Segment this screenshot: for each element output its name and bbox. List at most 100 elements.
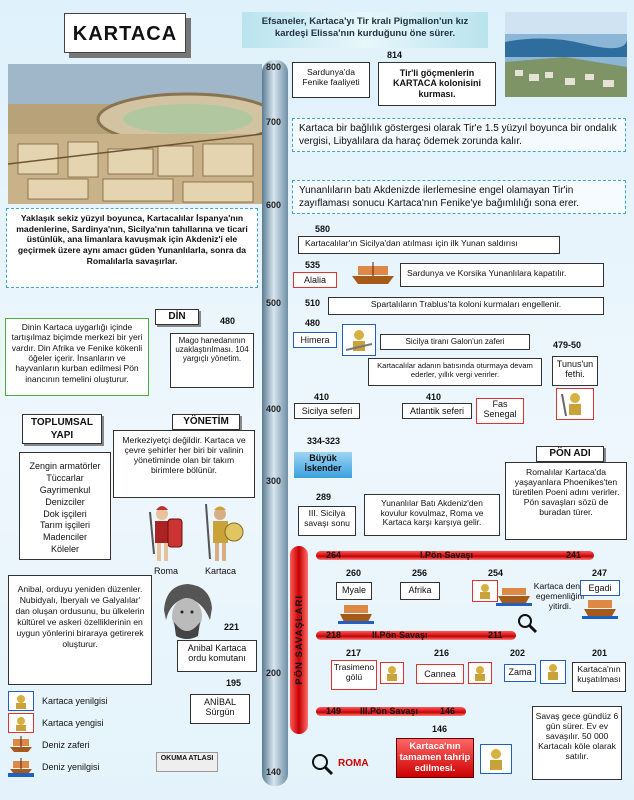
sicilya3-box: III. Sicilya savaşı sonu [298,506,356,536]
roma-label: Roma [154,566,179,576]
year-480: 480 [305,318,321,328]
tick-140: 140 [266,767,282,777]
din-year: 480 [220,316,236,326]
sardunya-box: Sardunya'da Fenike faaliyeti [292,62,370,98]
war3-start: 149 [326,706,342,716]
social-header: TOPLUMSAL YAPI [22,414,102,444]
war3-bar [316,707,466,716]
carthage-victory-icon [8,713,34,733]
social-item: Denizciler [45,496,85,507]
tir-colony-box: Tir'li göçmenlerin KARTACA kolonisini ku… [378,62,496,106]
social-item: Tüccarlar [46,472,84,483]
social-item: Gayrimenkul [39,484,91,495]
carthage-defeat-icon [540,660,566,684]
war2-label: II.Pön Savaşı [372,630,428,640]
war2-start: 218 [326,630,342,640]
carthage-victory-icon [472,580,498,602]
battle-year: 260 [346,568,362,578]
savas-box: Savaş gece gündüz 6 gün sürer. Ev ev sav… [532,706,622,780]
tick-800: 800 [266,62,282,72]
publisher-logo: OKUMA ATLASI [156,752,218,772]
mago-box: Mago hanedanının uzaklaştırılması. 104 y… [170,333,254,388]
social-list: Zengin armatörler Tüccarlar Gayrimenkul … [19,452,111,560]
naval-defeat-icon [8,758,34,777]
egadi-box: Egadi [580,580,620,596]
year-410b: 410 [426,392,442,402]
page-title: KARTACA [72,23,178,45]
legend-item: Deniz zaferi [8,734,158,756]
roman-soldier-icon [149,506,183,561]
pon-adi-box: Romalılar Kartaca'da yaşayanlara Phoenik… [505,462,627,540]
carthage-defeat-icon [480,744,512,774]
magnifier-icon [312,754,334,776]
war1-end: 241 [566,550,582,560]
government-header: YÖNETİM [172,414,240,430]
carthage-victory-icon [468,662,492,684]
carthaginian-soldier-icon [205,504,244,561]
sparta-box: Spartalıların Trablus'ta koloni kurmalar… [328,297,604,315]
tick-700: 700 [266,117,282,127]
carthage-defeat-icon [8,691,34,711]
social-item: Dok işçileri [43,508,87,519]
tick-200: 200 [266,668,282,678]
social-item: Tarım işçileri [39,520,90,531]
tick-500: 500 [266,298,282,308]
tunus-box: Tunus'un fethi. [552,356,598,386]
naval-defeat-icon [496,588,532,606]
ancient-city-photo [8,64,262,204]
war1-label: I.Pön Savaşı [420,550,474,560]
carthage-victory-icon [556,388,594,420]
yunan-box: Yunanlıların batı Akdenizde ilerlemesine… [292,180,626,214]
hannibal-portrait [164,584,212,639]
naval-victory-icon [10,736,32,752]
deniz-text: Kartaca deniz egemenliğini yitirdi. [533,581,587,611]
war2-end: 211 [488,630,503,640]
tick-300: 300 [266,476,282,486]
war3-label: III.Pön Savaşı [360,706,419,716]
war2-bar [316,631,516,640]
sicilya-seferi-box: Sicilya seferi [294,403,360,419]
battle-year: 216 [434,648,450,658]
year-510: 510 [305,298,321,308]
naval-victory-icon [352,262,394,284]
battle-year: 201 [592,648,608,658]
legend-item: Kartaca yenilgisi [8,690,158,712]
kartaca-label: Kartaca [205,566,237,576]
year-334: 334-323 [307,436,341,446]
legend-banner: Efsaneler, Kartaca'yı Tir kralı Pigmalio… [242,12,488,48]
atlantik-box: Atlantik seferi [402,403,472,419]
legend: Kartaca yenilgisi Kartaca yengisi Deniz … [8,690,158,778]
tick-400: 400 [266,404,282,414]
korsika-box: Sardunya ve Korsika Yunanlılara kapatılı… [400,263,604,287]
din-header: DİN [155,309,199,325]
legend-item: Deniz yenilgisi [8,756,158,778]
naval-victory-icon [338,605,374,624]
year-146: 146 [432,724,448,734]
kusatilma-box: Kartaca'nın kuşatılması [572,662,626,692]
hannibal-text-box: Anibal, orduyu yeniden düzenler. Nubidya… [8,575,152,685]
harbor-illustration [505,12,627,97]
yunan-kovulur-box: Yunanlılar Batı Akdeniz'den kovulur kovu… [364,494,500,536]
naval-defeat-icon [582,600,618,619]
year-535: 535 [305,260,321,270]
year-410a: 410 [314,392,330,402]
battle-year: 217 [346,648,362,658]
battle-year: 202 [510,648,526,658]
social-item: Köleler [50,544,79,555]
ruins-illustration [8,64,262,204]
galon-box: Sicilya tiranı Galon'un zaferi [380,334,530,350]
alalia-box: Alalia [293,272,337,288]
adalar-box: Kartacalılar adanın batısında oturmaya d… [368,358,542,386]
title-box: KARTACA [64,13,186,53]
battle-year: 256 [412,568,428,578]
trasimeno-box: Trasimeno gölü [331,660,377,690]
roma-text: ROMA [338,758,369,769]
timeline-axis [262,60,288,786]
government-box: Merkeziyetçi değildir. Kartaca ve çevre … [113,430,255,498]
year-814: 814 [387,50,403,60]
legend-item: Kartaca yengisi [8,712,158,734]
coast-photo [505,12,627,97]
battle-year: 247 [592,568,608,578]
social-item: Madenciler [42,532,88,543]
hannibal-year1: 221 [224,622,240,632]
